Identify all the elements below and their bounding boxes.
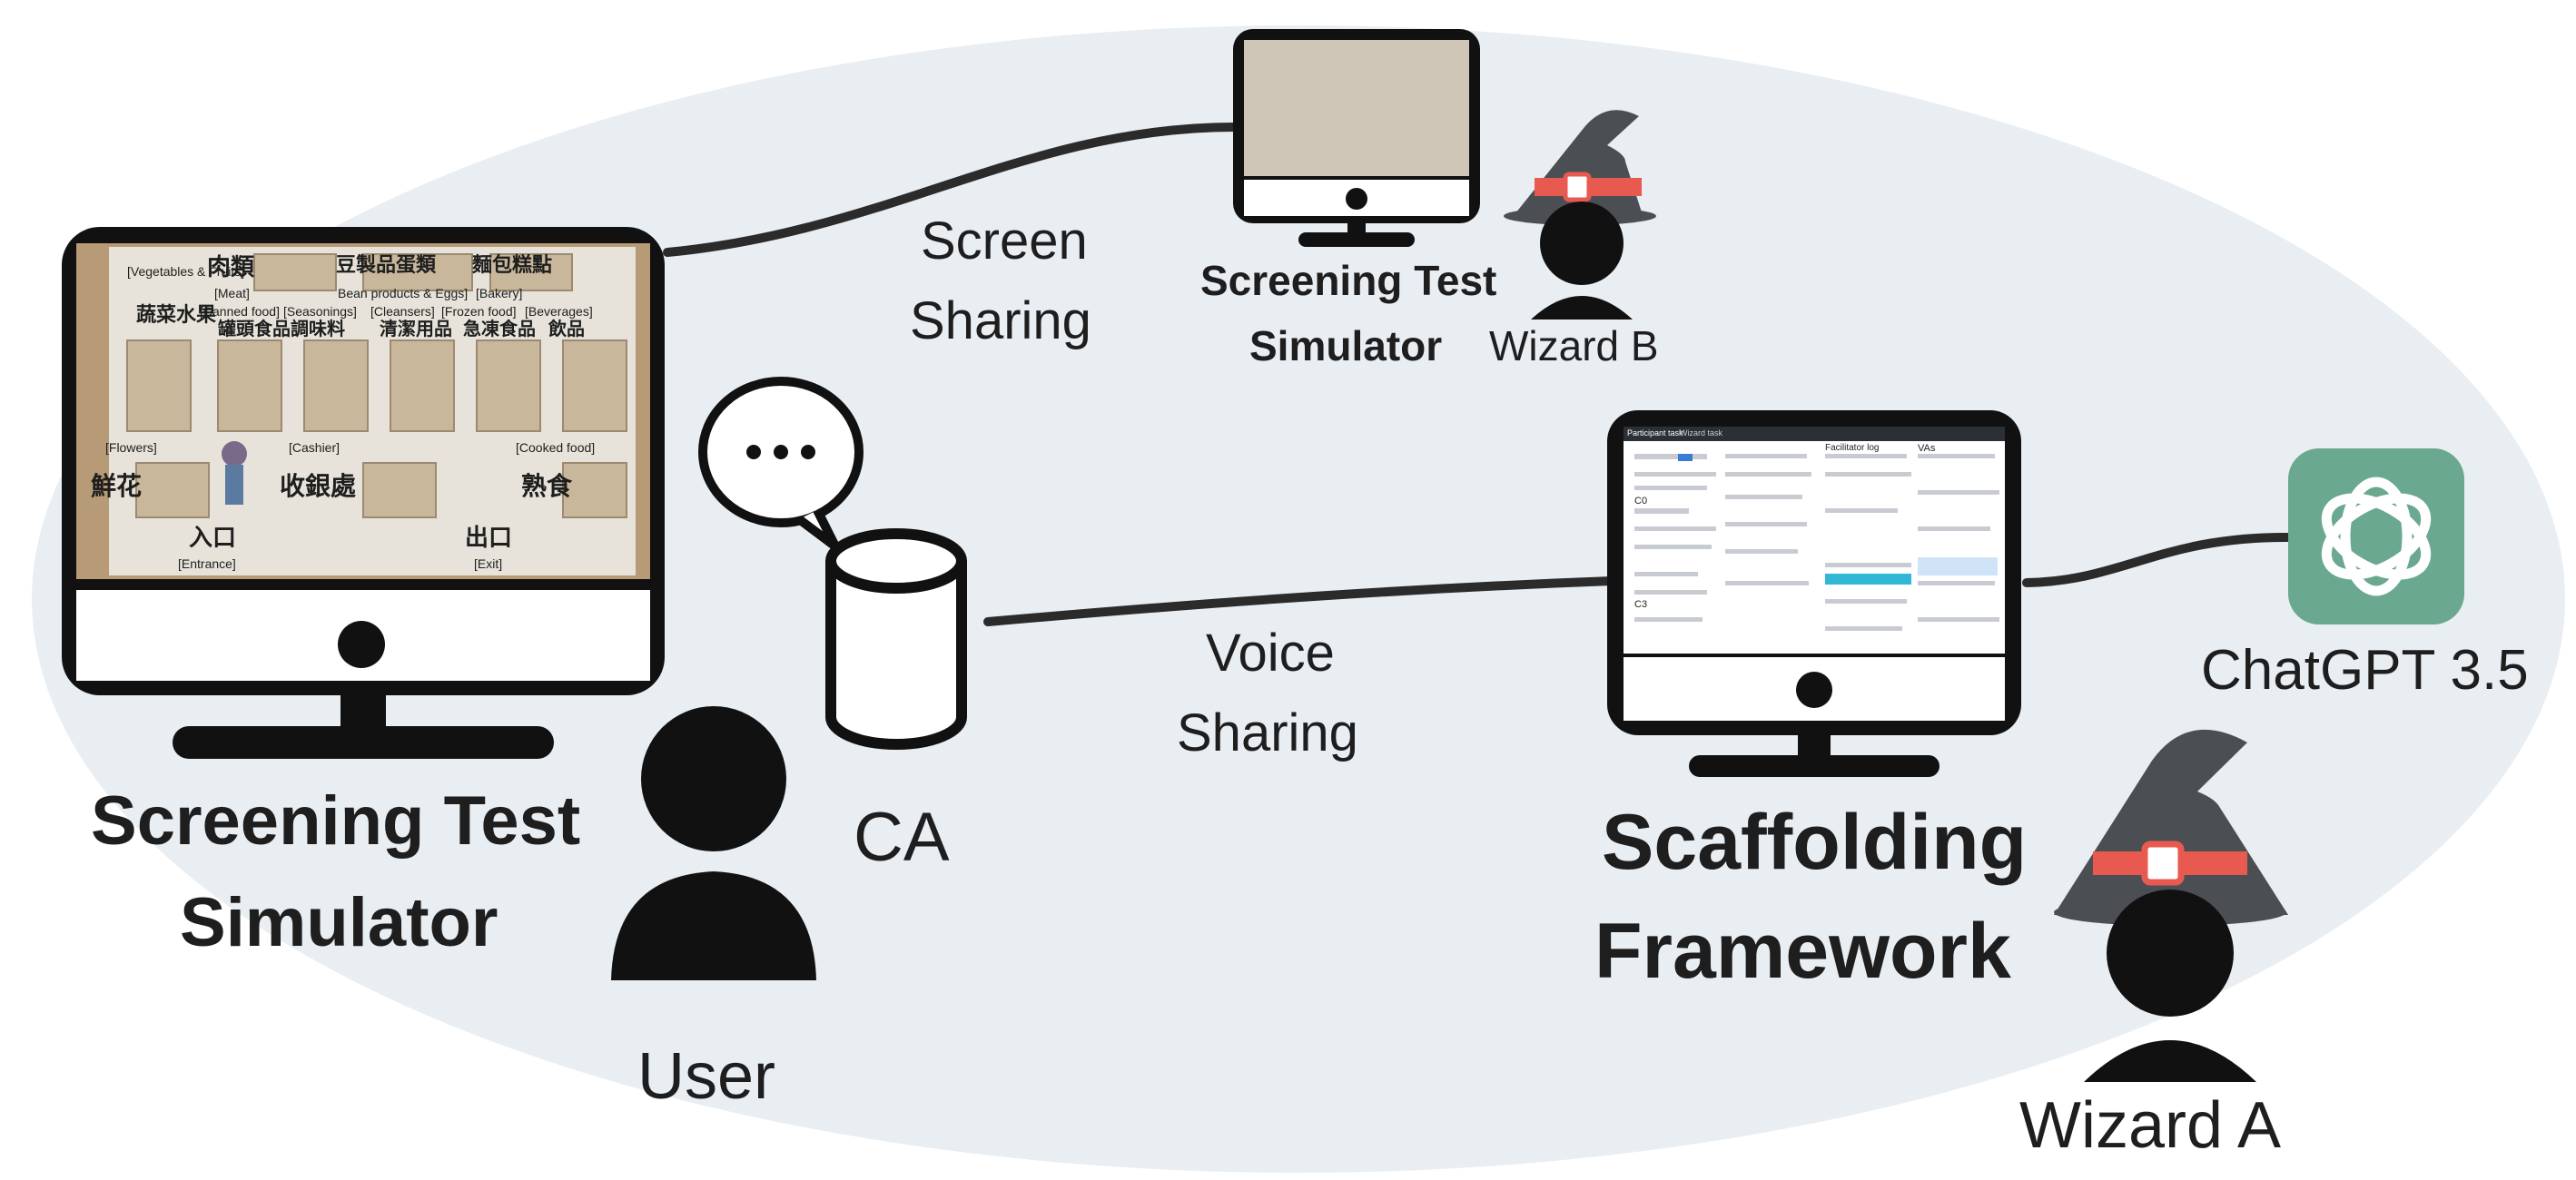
ca-speech-bubble-icon <box>698 377 864 550</box>
chatgpt-logo-icon <box>2288 448 2464 624</box>
framework-screen-content <box>1624 427 2005 631</box>
wizard-a-icon <box>2054 729 2288 1082</box>
framework-header-vas: VAs <box>1918 443 1936 454</box>
remote-monitor-icon <box>1233 29 1480 247</box>
label-seasonings-zh: 調味料 <box>291 320 345 339</box>
framework-header-participant: Participant task <box>1627 428 1683 438</box>
label-meat-zh: 肉類 <box>207 253 255 280</box>
label-cooked-en: [Cooked food] <box>516 440 596 455</box>
label-flowers-zh: 鮮花 <box>91 472 143 500</box>
label-canned-zh: 罐頭食品 <box>218 320 291 339</box>
user-icon <box>611 706 816 980</box>
voice-sharing-connector <box>983 576 1616 626</box>
label-cleansers-zh: 清潔用品 <box>380 320 452 339</box>
framework-header-log: Facilitator log <box>1825 443 1880 453</box>
remote-simulator-title-line1: Screening Test <box>1200 257 1497 304</box>
user-label: User <box>637 1040 776 1113</box>
label-vegetables-en: [Vegetables & Fruits] <box>127 264 245 279</box>
label-entrance-en: [Entrance] <box>178 556 236 571</box>
label-beverages-en: [Beverages] <box>525 304 593 319</box>
label-meat-en: [Meat] <box>214 286 250 300</box>
wizard-a-label: Wizard A <box>2019 1089 2282 1162</box>
framework-header-c3: C3 <box>1634 599 1648 610</box>
framework-title-line2: Framework <box>1594 908 2011 995</box>
screen-sharing-label-line1: Screen <box>921 211 1088 270</box>
voice-sharing-label-line2: Sharing <box>1177 703 1358 762</box>
wizard-b-icon <box>1504 110 1656 320</box>
label-canned-en: [Canned food] <box>200 304 280 319</box>
chatgpt-connector <box>2022 532 2297 587</box>
label-frozen-en: [Frozen food] <box>441 304 517 319</box>
label-beans-zh: 豆製品蛋類 <box>336 253 437 276</box>
label-cleansers-en: [Cleansers] <box>370 304 435 319</box>
store-floor-map <box>109 247 636 575</box>
label-seasonings-en: [Seasonings] <box>283 304 357 319</box>
ca-cylinder-icon <box>825 528 967 750</box>
label-cooked-zh: 熟食 <box>521 472 573 500</box>
screen-sharing-connector <box>663 123 1239 257</box>
label-beverages-zh: 飲品 <box>548 320 585 339</box>
label-entrance-zh: 入口 <box>189 524 237 551</box>
voice-sharing-label-line1: Voice <box>1206 624 1335 683</box>
wizard-b-label: Wizard B <box>1489 322 1659 369</box>
main-simulator-title-line2: Simulator <box>180 884 498 961</box>
label-beans-en: Bean products & Eggs] <box>338 286 469 300</box>
label-flowers-en: [Flowers] <box>105 440 157 455</box>
framework-header-c0: C0 <box>1634 496 1648 506</box>
main-simulator-title-line1: Screening Test <box>91 782 581 860</box>
framework-header-wizard: Wizard task <box>1680 428 1723 438</box>
label-vegetables-zh: 蔬菜水果 <box>136 303 217 326</box>
label-bakery-en: [Bakery] <box>476 286 523 300</box>
label-cashier-en: [Cashier] <box>289 440 341 455</box>
label-cashier-zh: 收銀處 <box>280 472 357 500</box>
chatgpt-label: ChatGPT 3.5 <box>2201 639 2529 702</box>
ca-speech-bubble-text: ... <box>750 416 780 457</box>
label-bakery-zh: 麵包糕點 <box>472 253 553 276</box>
remote-simulator-title-line2: Simulator <box>1249 322 1443 369</box>
label-exit-zh: 出口 <box>465 524 513 551</box>
framework-title-line1: Scaffolding <box>1602 799 2028 886</box>
label-frozen-zh: 急凍食品 <box>463 320 536 339</box>
label-exit-en: [Exit] <box>474 556 503 571</box>
screen-sharing-label-line2: Sharing <box>910 291 1091 350</box>
ca-label: CA <box>854 799 950 876</box>
